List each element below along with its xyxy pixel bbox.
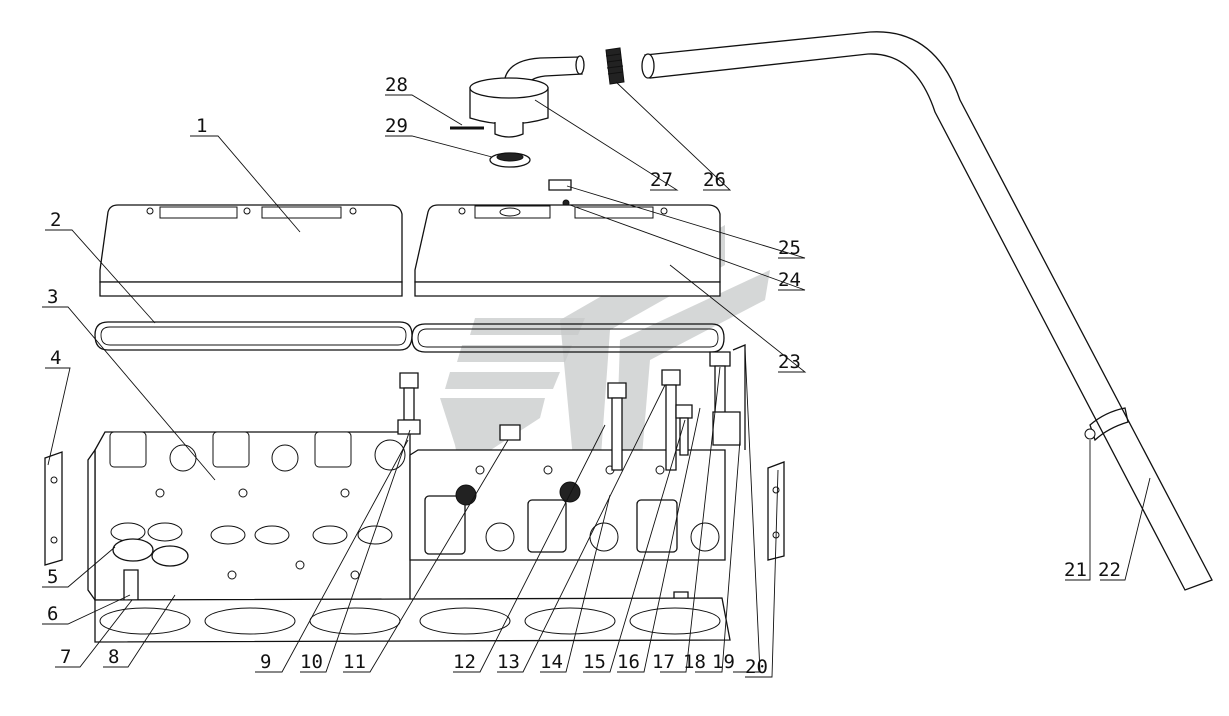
small-parts-top xyxy=(450,126,572,207)
callout-26: 26 xyxy=(703,169,726,191)
callout-28: 28 xyxy=(385,74,408,96)
callout-25: 25 xyxy=(778,237,801,259)
callout-17: 17 xyxy=(652,651,675,673)
head-gasket xyxy=(94,597,731,643)
valve-cover-rear xyxy=(414,204,721,297)
breather-cap xyxy=(469,55,585,138)
callout-4: 4 xyxy=(50,347,61,369)
callout-18: 18 xyxy=(683,651,706,673)
callout-5: 5 xyxy=(47,566,58,588)
callout-9: 9 xyxy=(260,651,271,673)
callout-29: 29 xyxy=(385,115,408,137)
callout-19: 19 xyxy=(712,651,735,673)
callout-1: 1 xyxy=(196,115,207,137)
callout-6: 6 xyxy=(47,603,58,625)
callout-7: 7 xyxy=(60,646,71,668)
callout-23: 23 xyxy=(778,351,801,373)
callout-3: 3 xyxy=(47,286,58,308)
callout-numbers: 1 2 3 4 5 6 7 8 9 10 11 12 13 14 15 16 1… xyxy=(47,74,1121,678)
cylinder-head-rear xyxy=(409,449,726,561)
leader-lines xyxy=(42,81,1151,678)
callout-27: 27 xyxy=(650,169,673,191)
callout-21: 21 xyxy=(1064,559,1087,581)
callout-13: 13 xyxy=(497,651,520,673)
callout-11: 11 xyxy=(343,651,366,673)
side-plates xyxy=(44,451,785,566)
callout-20: 20 xyxy=(745,656,768,678)
valve-cover-front xyxy=(99,204,403,297)
callout-12: 12 xyxy=(453,651,476,673)
callout-15: 15 xyxy=(583,651,606,673)
callout-2: 2 xyxy=(50,209,61,231)
callout-22: 22 xyxy=(1098,559,1121,581)
valve-cover-gaskets xyxy=(94,321,725,353)
callout-14: 14 xyxy=(540,651,563,673)
breather-hose xyxy=(641,31,1213,591)
hose-clamp xyxy=(605,47,625,85)
callout-24: 24 xyxy=(778,269,801,291)
callout-10: 10 xyxy=(300,651,323,673)
callout-16: 16 xyxy=(617,651,640,673)
callout-8: 8 xyxy=(108,646,119,668)
